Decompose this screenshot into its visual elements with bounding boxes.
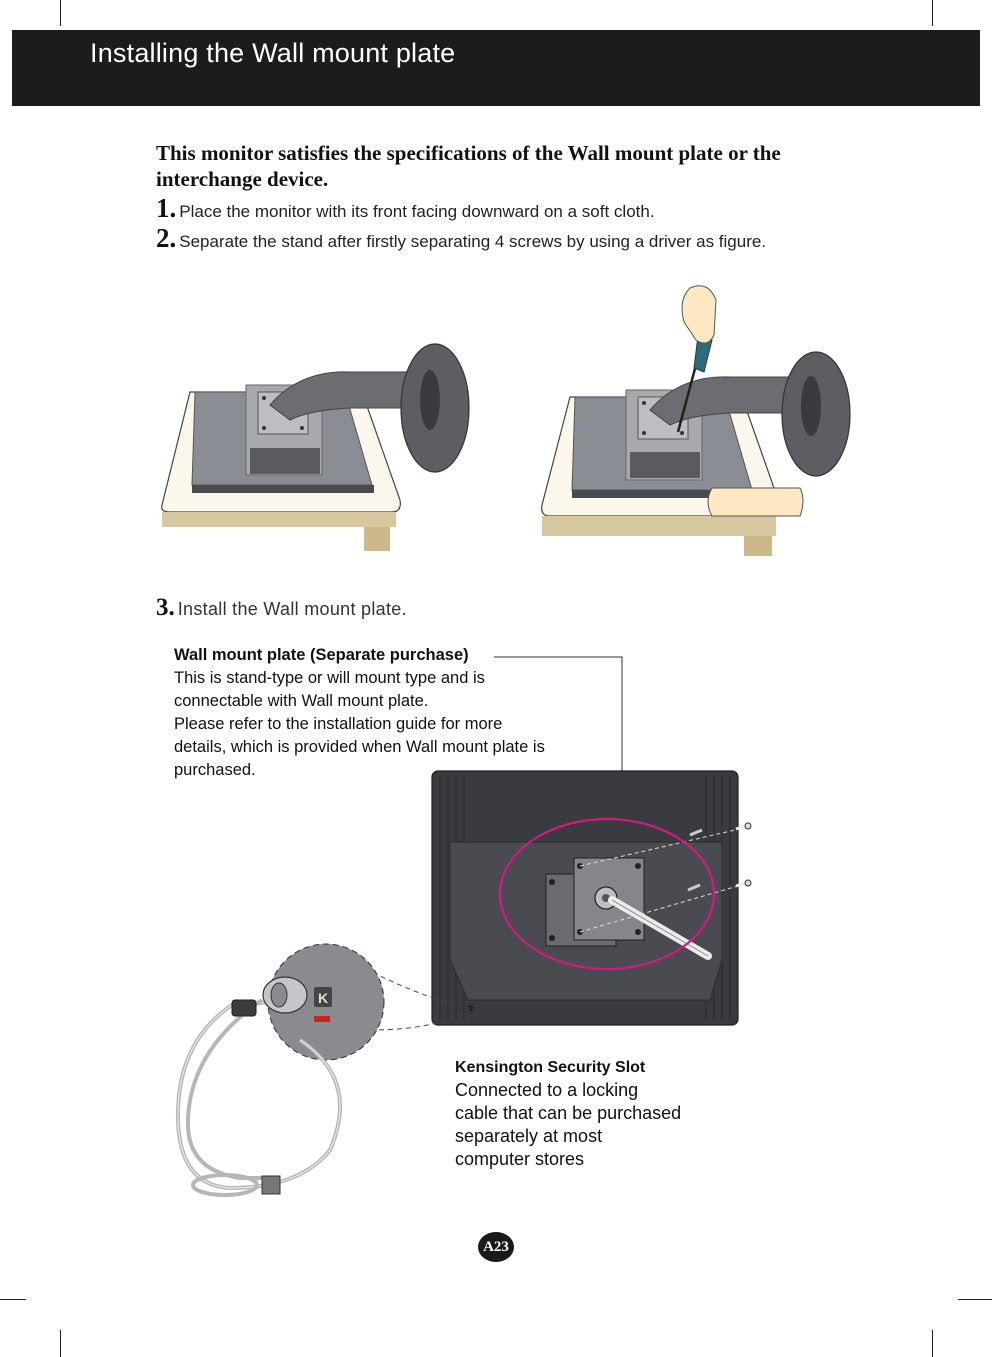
wall-mount-callout: Wall mount plate (Separate purchase) Thi…	[174, 644, 594, 782]
kensington-title: Kensington Security Slot	[455, 1059, 646, 1076]
kensington-line: Connected to a locking	[455, 1080, 639, 1100]
kensington-line: cable that can be purchased	[455, 1103, 682, 1123]
crop-mark	[60, 0, 61, 26]
wall-mount-line: connectable with Wall mount plate.	[174, 692, 429, 710]
intro-text: This monitor satisfies the specification…	[156, 141, 781, 191]
wall-mount-line: This is stand-type or will mount type an…	[174, 669, 485, 687]
step-1: 1.Place the monitor with its front facin…	[156, 193, 655, 224]
kensington-line: computer stores	[455, 1149, 585, 1169]
highlight-circle	[498, 817, 716, 971]
step-3: 3.Install the Wall mount plate.	[156, 594, 407, 622]
step-text: Place the monitor with its front facing …	[179, 202, 655, 221]
key-icon	[231, 999, 257, 1017]
page-title: Installing the Wall mount plate	[90, 38, 456, 68]
page-number: A23	[478, 1232, 514, 1262]
wall-mount-title: Wall mount plate (Separate purchase)	[174, 646, 469, 664]
step-text: Install the Wall mount plate.	[177, 599, 407, 619]
header-band	[12, 30, 980, 106]
kensington-callout: Kensington Security Slot Connected to a …	[455, 1056, 715, 1171]
crop-mark	[932, 0, 933, 26]
crop-mark	[60, 1330, 61, 1357]
lock-icon	[314, 987, 332, 1007]
figure-kensington-lock: K	[175, 943, 471, 1197]
wall-mount-line: Please refer to the installation guide f…	[174, 715, 503, 733]
svg-text:K: K	[318, 990, 328, 1006]
crop-mark	[958, 1299, 992, 1300]
figure-screwdriver	[541, 285, 851, 556]
crop-mark	[932, 1330, 933, 1357]
step-text: Separate the stand after firstly separat…	[179, 232, 767, 251]
step-2: 2.Separate the stand after firstly separ…	[156, 223, 766, 254]
wall-mount-line: purchased.	[174, 761, 256, 779]
kensington-line: separately at most	[455, 1126, 603, 1146]
figure-monitor-back	[431, 656, 752, 1026]
step-number: 3.	[156, 594, 175, 621]
step-number: 2.	[156, 223, 177, 253]
figure-monitor-facedown	[161, 343, 470, 551]
crop-mark	[0, 1299, 26, 1300]
step-number: 1.	[156, 193, 177, 223]
wall-mount-line: details, which is provided when Wall mou…	[174, 738, 545, 756]
